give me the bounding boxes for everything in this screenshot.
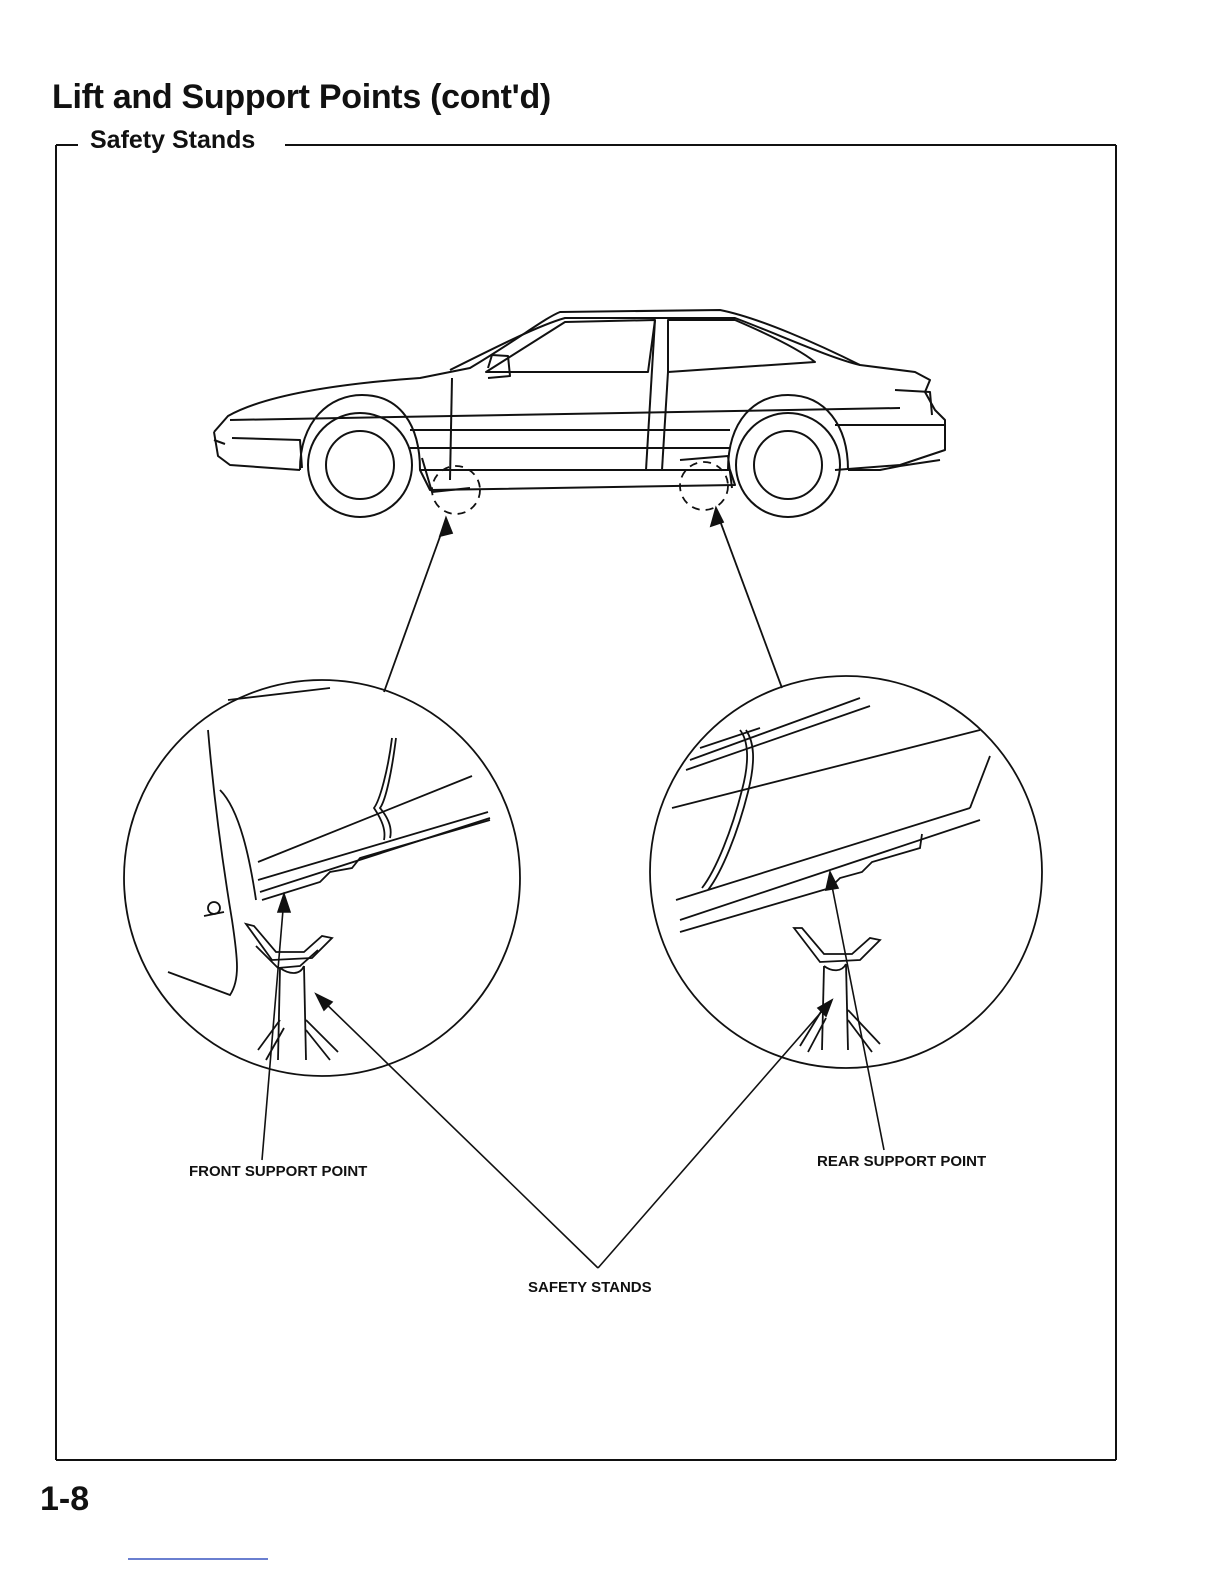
rear-support-point-label: REAR SUPPORT POINT — [817, 1153, 986, 1170]
detail-leader-lines — [384, 508, 782, 692]
page-number: 1-8 — [40, 1480, 89, 1519]
rear-support-callout — [830, 876, 884, 1150]
front-detail-view — [124, 680, 520, 1076]
front-support-point-label: FRONT SUPPORT POINT — [189, 1163, 367, 1180]
front-support-callout — [262, 898, 284, 1160]
safety-stands-callout-right — [598, 1002, 830, 1268]
safety-stands-callout-left — [318, 996, 598, 1268]
car-side-view — [214, 310, 945, 517]
callout-lines — [262, 872, 884, 1268]
footer-rule — [128, 1558, 268, 1560]
rear-detail-view — [650, 676, 1042, 1068]
safety-stands-label: SAFETY STANDS — [528, 1279, 652, 1296]
section-title: Safety Stands — [90, 126, 269, 155]
